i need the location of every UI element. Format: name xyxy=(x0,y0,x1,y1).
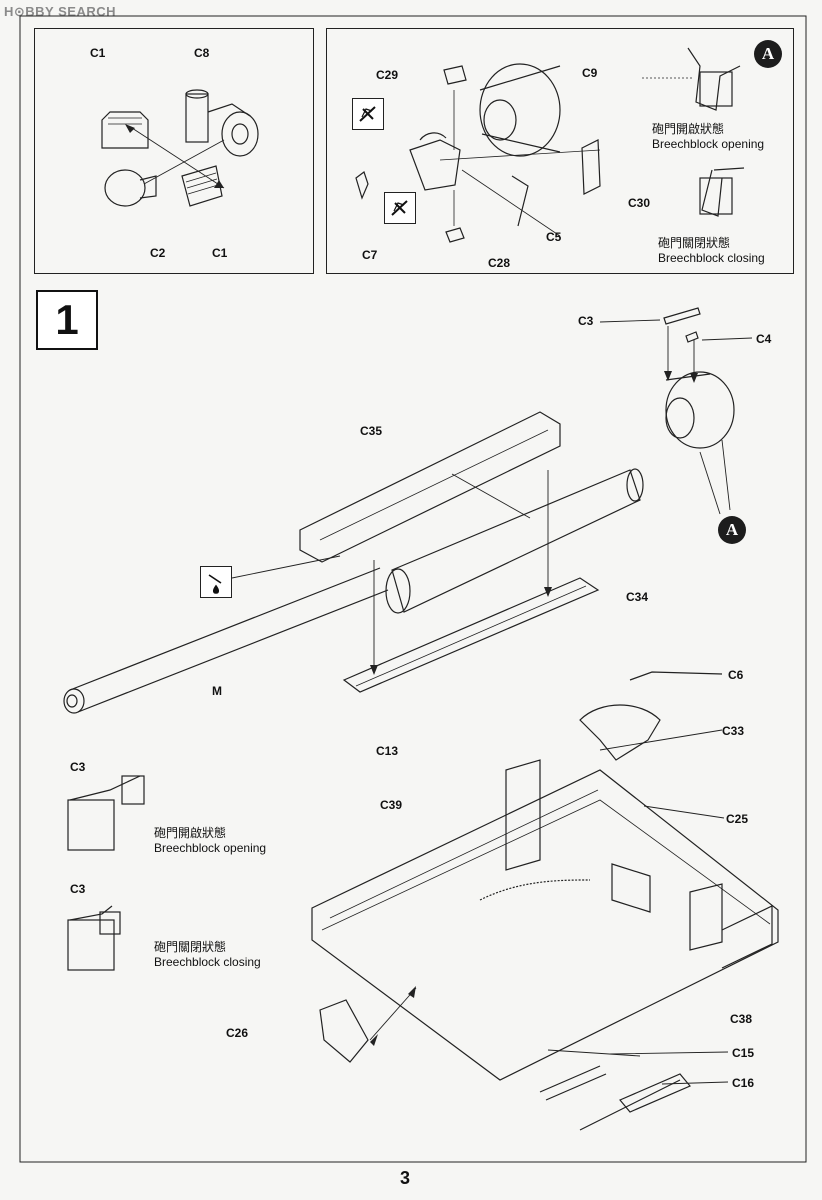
watermark: H⊙BBY SEARCH xyxy=(4,4,116,19)
inset-opening-zh: 砲門開啟狀態 xyxy=(154,826,227,840)
apply-glue-icon xyxy=(200,566,232,598)
label-c28: C28 xyxy=(488,256,511,270)
breechblock-opening-en: Breechblock opening xyxy=(652,137,765,151)
do-not-glue-icon xyxy=(352,98,384,130)
barrel-assembly-illustration xyxy=(63,307,753,714)
label-c26: C26 xyxy=(226,1026,249,1040)
label-c6: C6 xyxy=(728,668,744,682)
label-c8: C8 xyxy=(194,46,210,60)
label-c9: C9 xyxy=(582,66,598,80)
breechblock-opening-caption: 砲門開啟狀態 Breechblock opening xyxy=(652,122,764,152)
breechblock-subassembly-illustration xyxy=(355,47,745,243)
label-c29: C29 xyxy=(376,68,399,82)
subassembly-a-marker: A xyxy=(718,516,746,544)
breechblock-closing-en: Breechblock closing xyxy=(658,251,765,265)
label-c30: C30 xyxy=(628,196,651,210)
label-c7: C7 xyxy=(362,248,378,262)
inset-label-c3-open: C3 xyxy=(70,760,86,774)
breechblock-detail-panel xyxy=(326,28,794,274)
label-c4: C4 xyxy=(756,332,772,346)
label-c13: C13 xyxy=(376,744,399,758)
breechblock-closing-caption: 砲門關閉狀態 Breechblock closing xyxy=(658,236,765,266)
label-c25: C25 xyxy=(726,812,749,826)
label-c2: C2 xyxy=(150,246,166,260)
inset-opening-caption: 砲門開啟狀態 Breechblock opening xyxy=(154,826,266,856)
label-c16: C16 xyxy=(732,1076,755,1090)
label-c5: C5 xyxy=(546,230,562,244)
label-c3: C3 xyxy=(578,314,594,328)
label-c15: C15 xyxy=(732,1046,755,1060)
breechblock-opening-zh: 砲門開啟狀態 xyxy=(652,122,725,136)
page-number: 3 xyxy=(400,1168,411,1188)
step-number: 1 xyxy=(36,290,98,350)
inset-label-c3-closed: C3 xyxy=(70,882,86,896)
inset-closing-caption: 砲門關閉狀態 Breechblock closing xyxy=(154,940,261,970)
sleeve-detail-panel xyxy=(34,28,314,274)
inset-closing-en: Breechblock closing xyxy=(154,955,261,969)
label-c33: C33 xyxy=(722,724,745,738)
inset-opening-en: Breechblock opening xyxy=(154,841,267,855)
label-c1-bottom: C1 xyxy=(212,246,228,260)
inset-closing-zh: 砲門關閉狀態 xyxy=(154,940,227,954)
breechblock-closing-zh: 砲門關閉狀態 xyxy=(658,236,731,250)
label-c1-top: C1 xyxy=(90,46,106,60)
label-c39: C39 xyxy=(380,798,403,812)
label-m: M xyxy=(212,684,222,698)
label-c35: C35 xyxy=(360,424,383,438)
breechblock-inset-drawings xyxy=(67,775,145,971)
do-not-glue-icon xyxy=(384,192,416,224)
subassembly-a-marker: A xyxy=(754,40,782,68)
carriage-assembly-illustration xyxy=(311,671,779,1131)
sleeve-parts-illustration xyxy=(101,89,259,207)
label-c38: C38 xyxy=(730,1012,753,1026)
label-c34: C34 xyxy=(626,590,649,604)
